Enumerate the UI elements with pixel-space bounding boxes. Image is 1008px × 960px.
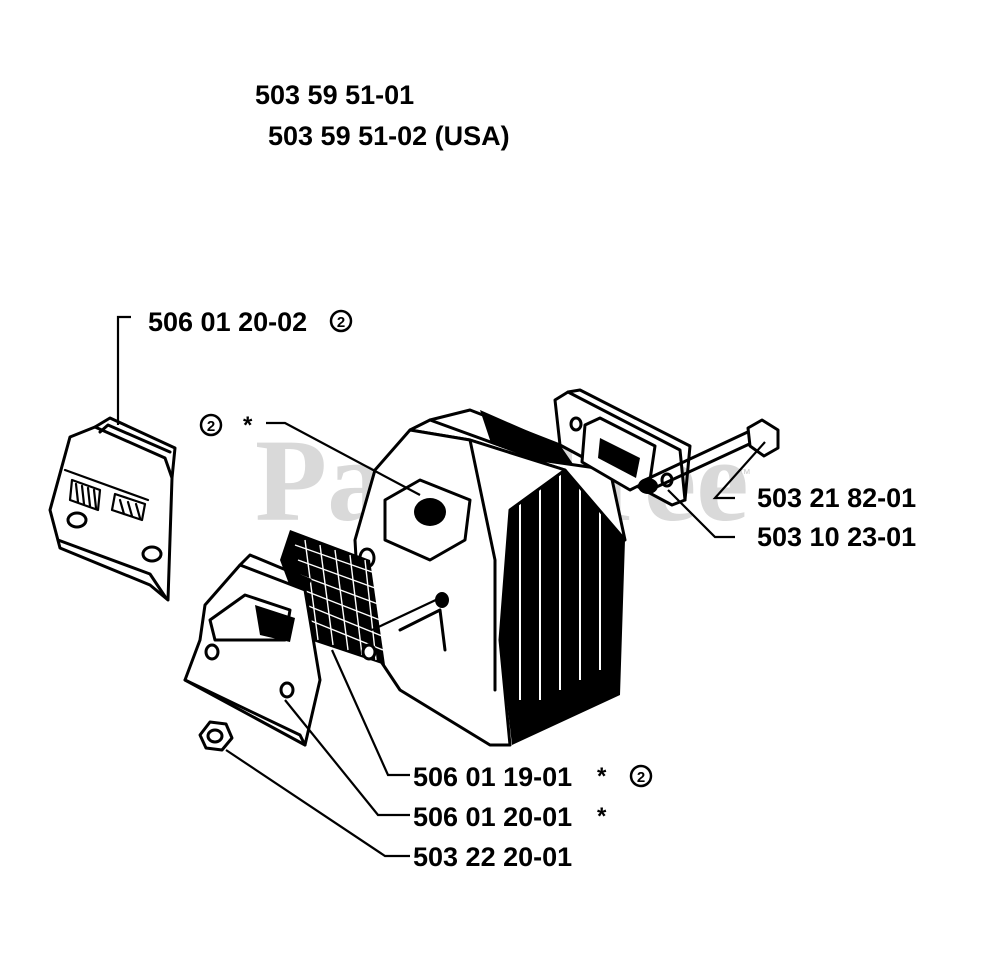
note-2-icon: 2 <box>329 309 353 333</box>
watermark-trademark: ™ <box>738 466 751 481</box>
note-2-icon: 2 <box>199 413 223 437</box>
assembly-number-2: 503 59 51-02 (USA) <box>268 121 510 151</box>
label-503-22-20-01: 503 22 20-01 <box>413 842 572 872</box>
label-506-01-20-02: 506 01 20-02 <box>148 307 307 337</box>
cover-plate-drawing <box>183 553 322 747</box>
assembly-number-1: 503 59 51-01 <box>255 80 414 110</box>
star-mark-muffler: * <box>243 412 253 439</box>
note-2-mark-b: 2 <box>207 418 215 435</box>
star-mark-cover: * <box>597 803 607 830</box>
screen-drawing <box>280 530 385 665</box>
label-503-10-23-01: 503 10 23-01 <box>757 522 916 552</box>
note-2-icon: 2 <box>629 764 653 788</box>
note-2-mark-c: 2 <box>637 769 645 786</box>
label-503-21-82-01: 503 21 82-01 <box>757 483 916 513</box>
note-2-mark-a: 2 <box>337 314 345 331</box>
bolt-drawing <box>638 418 780 494</box>
label-506-01-19-01: 506 01 19-01 <box>413 762 572 792</box>
label-506-01-20-01: 506 01 20-01 <box>413 802 572 832</box>
spark-arrestor-plate-drawing <box>48 416 177 602</box>
nut-drawing <box>198 720 234 752</box>
star-mark-screen: * <box>597 763 607 790</box>
